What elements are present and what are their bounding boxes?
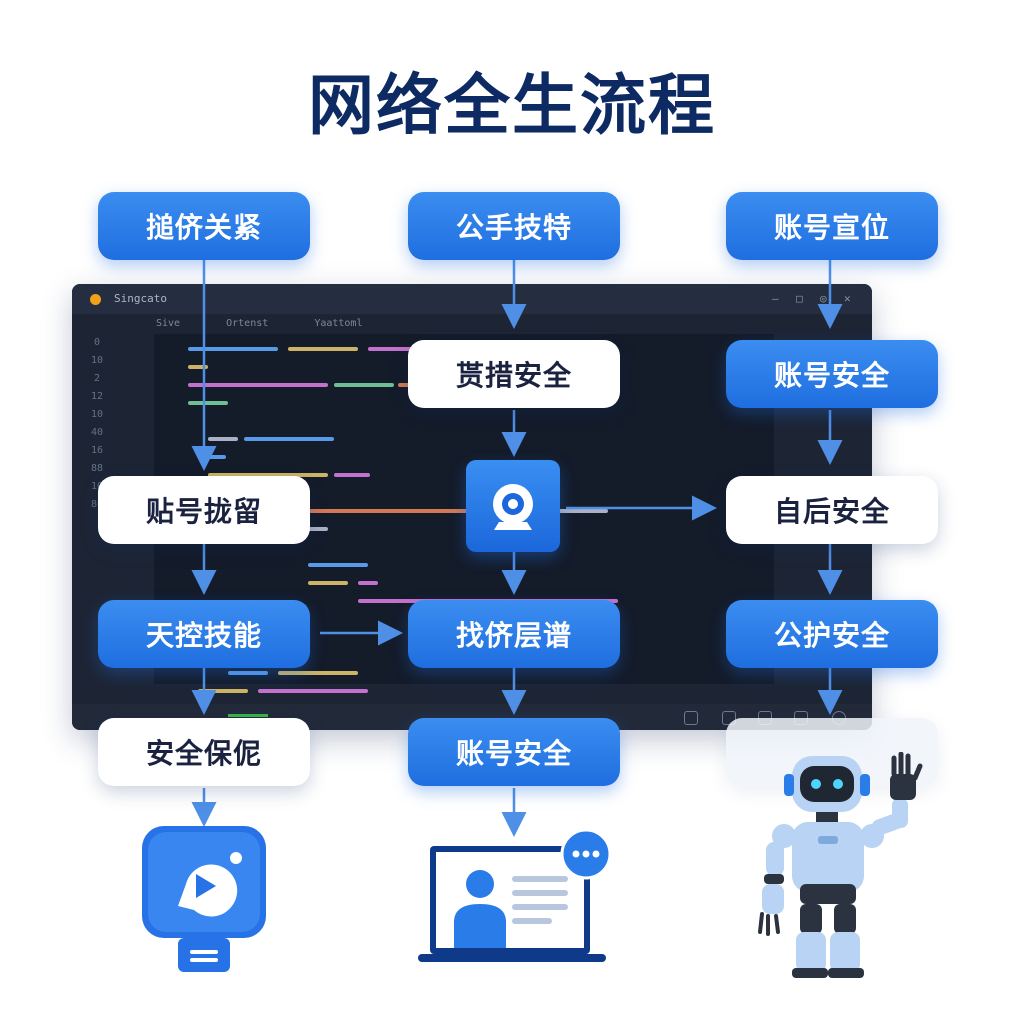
editor-window-title: Singcato [114,292,167,305]
code-token [278,671,358,675]
line-number: 80 [90,499,104,510]
code-token [208,473,328,477]
code-token [208,437,238,441]
node-c1-4[interactable]: 安全保伲 [98,718,310,786]
line-number: 16 [90,445,104,456]
code-token [308,581,348,585]
close-icon[interactable]: ✕ [844,292,851,305]
code-token [188,401,228,405]
node-c2-3[interactable]: 找侪层谱 [408,600,620,668]
line-number: 10 [90,355,104,366]
play-badge-icon [142,826,266,972]
code-token [288,347,358,351]
node-c3-1[interactable]: 账号宣位 [726,192,938,260]
code-token [288,509,478,513]
code-token [334,383,394,387]
code-token [244,437,334,441]
node-c1-2[interactable]: 贴号拢留 [98,476,310,544]
node-c2-1[interactable]: 公手技特 [408,192,620,260]
code-token [334,473,370,477]
code-token [358,581,378,585]
node-c3-2[interactable]: 账号安全 [726,340,938,408]
line-number: 10 [90,409,104,420]
laptop-chat-icon [418,828,612,962]
tab-2[interactable]: Ortenst [226,318,269,329]
code-token [188,347,278,351]
webcam-icon[interactable] [466,460,560,552]
editor-tabbar: Sive Ortenst Yaattoml [132,314,872,334]
code-token [198,689,248,693]
line-number: 12 [90,391,104,402]
diagram-title: 网络全生流程 [308,67,716,144]
app-icon [90,294,101,305]
line-number: 40 [90,427,104,438]
code-token [188,383,328,387]
code-token [368,347,428,351]
node-c3-4[interactable]: 公护安全 [726,600,938,668]
line-number-gutter: 0 10 2 12 10 40 16 88 10 80 [72,334,122,704]
code-token [188,365,208,369]
settings-icon[interactable]: ◎ [820,292,827,305]
line-number: 88 [90,463,104,474]
minimize-icon[interactable]: — [772,292,779,305]
node-c2-2[interactable]: 贳措安全 [408,340,620,408]
code-token [308,563,368,567]
tab-3[interactable]: Yaattoml [314,318,363,329]
maximize-icon[interactable]: □ [796,292,803,305]
code-token [208,455,226,459]
node-c2-4[interactable]: 账号安全 [408,718,620,786]
node-c1-1[interactable]: 搥侪关紧 [98,192,310,260]
code-token [228,671,268,675]
tab-1[interactable]: Sive [156,318,181,329]
status-indicator [228,714,268,717]
line-number: 2 [93,373,101,384]
status-globe-icon[interactable] [684,711,698,725]
line-number: 10 [90,481,104,492]
robot-waving-icon [758,752,923,978]
node-c1-3[interactable]: 天控技能 [98,600,310,668]
node-c3-3[interactable]: 自后安全 [726,476,938,544]
line-number: 0 [93,337,101,348]
editor-titlebar: Singcato — □ ◎ ✕ [72,284,872,314]
code-token [258,689,368,693]
